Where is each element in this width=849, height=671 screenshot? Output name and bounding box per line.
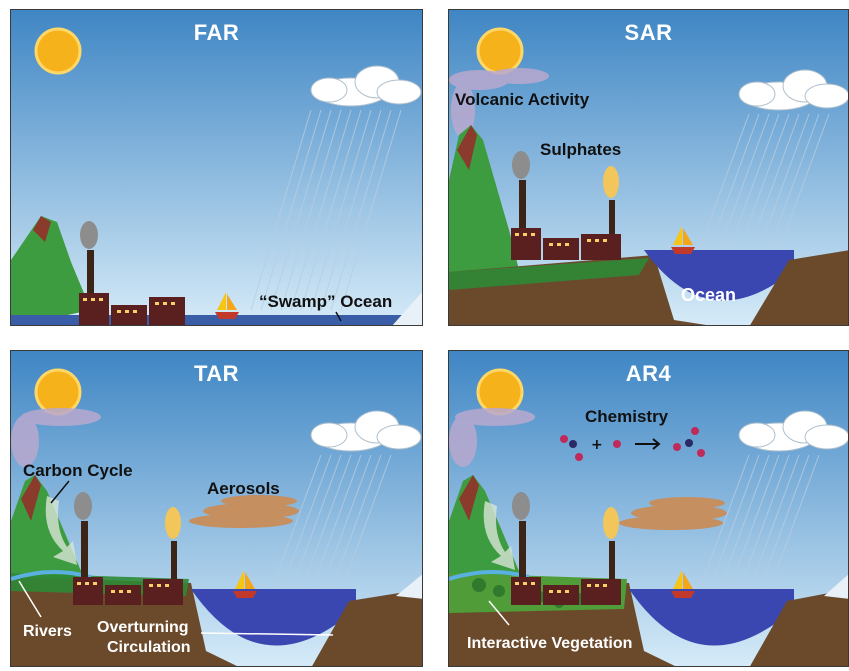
ocean-basin xyxy=(191,589,356,646)
volcanic-plume-icon xyxy=(449,68,549,138)
carbon-cycle-arrow-icon xyxy=(483,501,515,570)
sailboat-icon xyxy=(233,570,257,598)
panel-title: SAR xyxy=(624,20,673,45)
ice-icon xyxy=(392,292,422,325)
ground-right xyxy=(312,589,422,666)
far-illustration xyxy=(11,10,422,325)
chemistry-molecules-icon: + xyxy=(560,427,705,461)
aerosol-cloud-icon xyxy=(619,497,727,530)
rivers-leader-line xyxy=(18,580,42,618)
panel-title: TAR xyxy=(193,361,240,386)
volcanic-plume-icon xyxy=(11,408,101,467)
svg-text:+: + xyxy=(591,437,603,453)
cloud-icon xyxy=(310,410,422,452)
overturning-label: Overturning xyxy=(97,619,189,636)
panel-far: FAR “Swamp” Ocean xyxy=(10,9,423,326)
circulation-label: Circulation xyxy=(107,639,191,656)
ocean-label: Ocean xyxy=(681,285,737,305)
rain-icon xyxy=(270,454,392,592)
factory-icon xyxy=(511,492,621,605)
volcano-icon xyxy=(449,125,519,280)
factory-icon xyxy=(79,221,185,325)
sun-icon xyxy=(34,27,82,75)
sailboat-icon xyxy=(215,292,239,319)
ice-icon xyxy=(396,574,422,599)
rain-icon xyxy=(698,454,820,592)
swamp-ocean-label: “Swamp” Ocean xyxy=(259,292,393,311)
ocean-basin xyxy=(629,589,794,646)
ice-icon xyxy=(824,574,848,599)
sulphates-label: Sulphates xyxy=(540,140,622,159)
ground-right xyxy=(750,589,848,666)
factory-icon xyxy=(73,492,183,605)
swamp-leader-line xyxy=(335,311,342,322)
carbon-cycle-label: Carbon Cycle xyxy=(23,461,133,480)
panel-title: AR4 xyxy=(625,361,672,386)
sailboat-icon xyxy=(671,226,695,254)
carbon-leader-line xyxy=(50,480,70,504)
factory-icon xyxy=(511,151,621,260)
swamp-ocean-strip xyxy=(11,315,422,325)
overturning-leader-line xyxy=(200,632,334,636)
mountain-icon xyxy=(11,216,91,325)
rain-icon xyxy=(250,109,402,311)
ar4-illustration: + xyxy=(449,351,848,666)
grass-strip xyxy=(449,258,649,290)
ground-right xyxy=(750,250,848,325)
cloud-icon xyxy=(738,69,848,111)
panel-sar: SAR Volcanic Activity Sulphates Ocean xyxy=(448,9,849,326)
cloud-icon xyxy=(738,410,848,452)
aerosols-label: Aerosols xyxy=(207,479,280,498)
panel-ar4: + xyxy=(448,350,849,667)
sailboat-icon xyxy=(671,570,695,598)
chemistry-label: Chemistry xyxy=(585,407,669,426)
sar-illustration xyxy=(449,10,848,325)
rivers-label: Rivers xyxy=(23,623,72,640)
volcanic-activity-label: Volcanic Activity xyxy=(455,90,590,109)
tar-illustration xyxy=(11,351,422,666)
carbon-cycle-arrow-icon xyxy=(45,496,77,565)
panel-title: FAR xyxy=(193,20,240,45)
vegetation-leader-line xyxy=(488,600,510,626)
cloud-icon xyxy=(310,65,422,107)
rain-icon xyxy=(698,113,830,251)
aerosol-cloud-icon xyxy=(189,495,299,528)
panel-tar: TAR Carbon Cycle Aerosols Rivers Overtur… xyxy=(10,350,423,667)
volcanic-plume-icon xyxy=(449,408,535,467)
ocean-basin xyxy=(644,250,794,301)
interactive-vegetation-label: Interactive Vegetation xyxy=(467,635,633,652)
